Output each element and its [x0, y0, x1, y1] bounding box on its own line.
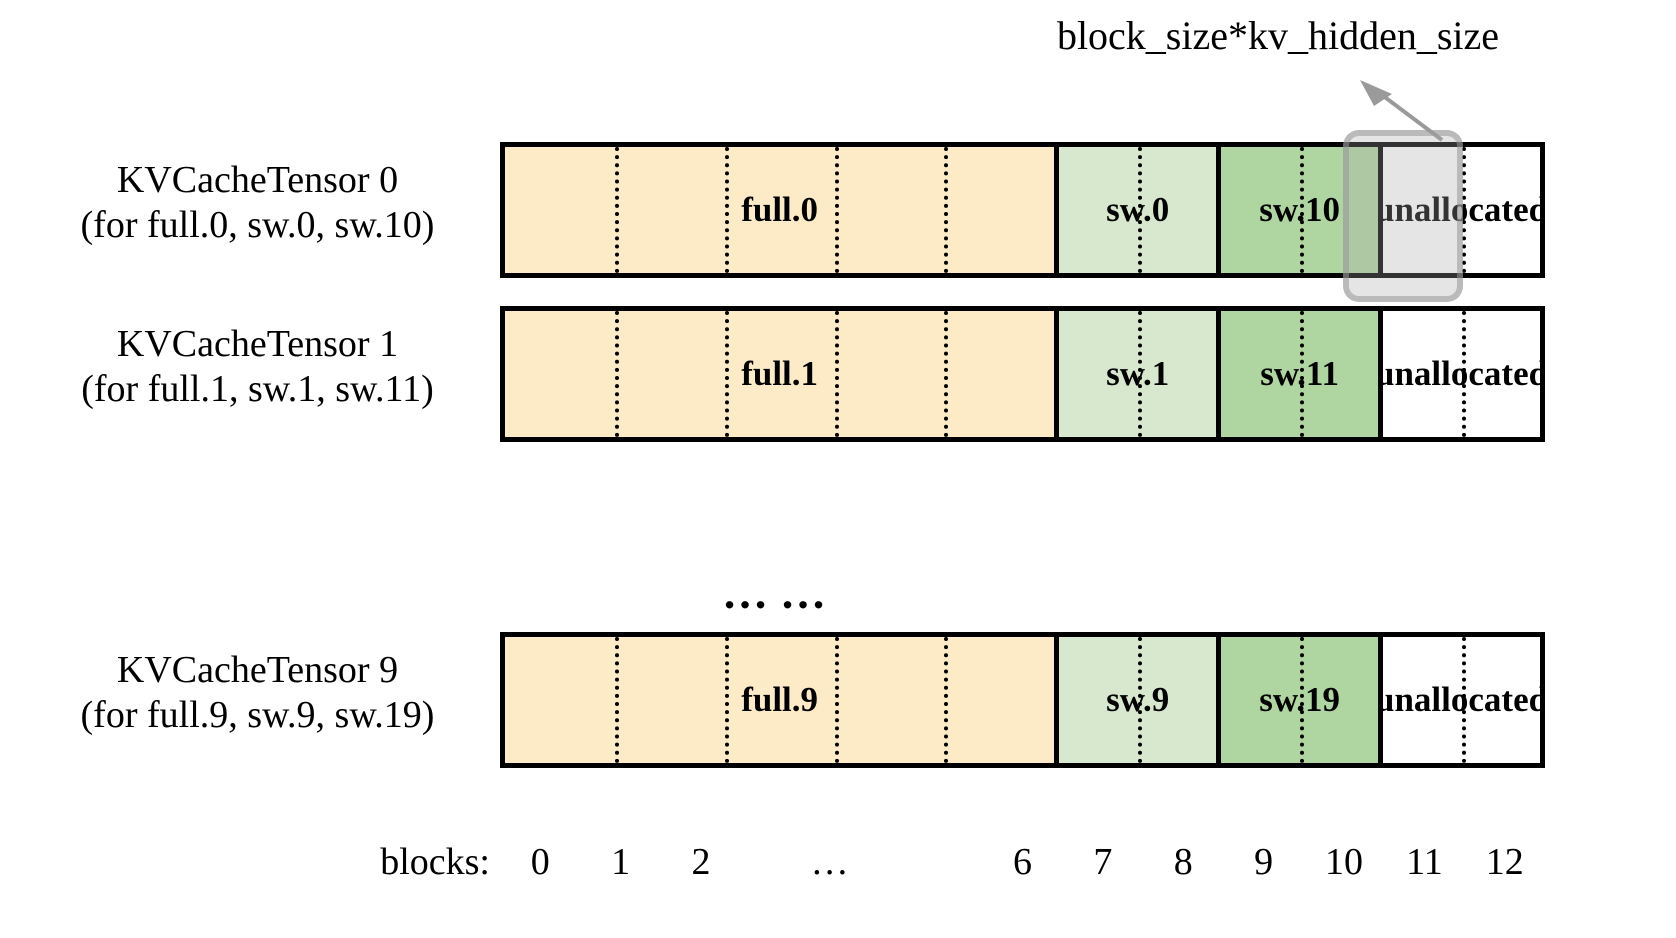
- tensor-row-label-line2: (for full.9, sw.9, sw.19): [80, 693, 435, 736]
- tensor-segment-sw-dark: sw.11: [1216, 311, 1379, 437]
- block-divider: [614, 311, 619, 437]
- tensor-row-label-line1: KVCacheTensor 9: [116, 649, 399, 691]
- tensor-segment-label: sw.0: [1106, 189, 1170, 229]
- tensor-segment-sw-dark: sw.19: [1216, 637, 1379, 763]
- tensor-row-label-line2: (for full.0, sw.0, sw.10): [80, 203, 435, 246]
- block-divider: [724, 311, 729, 437]
- block-divider: [944, 311, 949, 437]
- tensor-segment-sw-light: sw.9: [1054, 637, 1217, 763]
- blocks-axis-tick: 9: [1254, 841, 1274, 883]
- blocks-axis-tick: 12: [1485, 841, 1524, 883]
- tensor-row-label-line2: (for full.1, sw.1, sw.11): [81, 367, 434, 410]
- tensor-segment-label: sw.10: [1259, 189, 1340, 229]
- tensor-segment-sw-dark: sw.10: [1216, 147, 1379, 273]
- tensor-segment-label: sw.11: [1260, 353, 1340, 393]
- tensor-segment-full: full.9: [505, 637, 1055, 763]
- tensor-segment-label: unallocated: [1378, 679, 1540, 719]
- block-divider: [724, 637, 729, 763]
- block-divider: [614, 637, 619, 763]
- blocks-axis-tick: 7: [1093, 841, 1113, 883]
- tensor-row-label: KVCacheTensor 0(for full.0, sw.0, sw.10): [30, 158, 485, 248]
- tensor-segment-label: full.1: [741, 353, 819, 393]
- tensor-segment-full: full.1: [505, 311, 1055, 437]
- block-divider: [1461, 311, 1466, 437]
- blocks-axis-tick: 8: [1173, 841, 1193, 883]
- tensor-segment-label: full.0: [741, 189, 819, 229]
- tensor-segment-label: sw.9: [1106, 679, 1170, 719]
- blocks-axis-tick: …: [810, 841, 849, 883]
- block-divider: [1299, 637, 1304, 763]
- tensor-segment-label: sw.19: [1259, 679, 1340, 719]
- tensor-segment-sw-light: sw.0: [1054, 147, 1217, 273]
- tensor-segment-label: unallocated: [1378, 353, 1540, 393]
- block-divider: [1137, 311, 1142, 437]
- block-divider: [724, 147, 729, 273]
- block-divider: [834, 147, 839, 273]
- blocks-axis-tick: 6: [1013, 841, 1032, 883]
- block-divider: [944, 147, 949, 273]
- tensor-bar: full.9 sw.9 sw.19 unallocated: [500, 632, 1545, 768]
- tensor-segment-unalloc: unallocated: [1378, 311, 1540, 437]
- block-divider: [1461, 147, 1466, 273]
- blocks-axis-tick: 1: [611, 841, 631, 883]
- blocks-axis-tick: 11: [1406, 841, 1443, 883]
- blocks-axis-tick: 2: [691, 841, 711, 883]
- tensor-segment-full: full.0: [505, 147, 1055, 273]
- tensor-segment-label: full.9: [741, 679, 819, 719]
- blocks-axis-title: blocks:: [380, 841, 490, 883]
- blocks-axis-tick: 0: [530, 841, 550, 883]
- block-divider: [614, 147, 619, 273]
- tensor-segment-unalloc: unallocated: [1378, 637, 1540, 763]
- tensor-segment-sw-light: sw.1: [1054, 311, 1217, 437]
- blocks-axis-tick: 10: [1325, 841, 1364, 883]
- tensor-row-label: KVCacheTensor 1(for full.1, sw.1, sw.11): [30, 322, 485, 412]
- block-highlight-box: [1343, 130, 1463, 302]
- block-divider: [1299, 147, 1304, 273]
- annotation-label-block-size: block_size*kv_hidden_size: [1056, 13, 1500, 58]
- block-divider: [1137, 147, 1142, 273]
- block-divider: [944, 637, 949, 763]
- block-divider: [834, 311, 839, 437]
- block-divider: [1461, 637, 1466, 763]
- tensor-row-label: KVCacheTensor 9(for full.9, sw.9, sw.19): [30, 648, 485, 738]
- tensor-row-label-line1: KVCacheTensor 1: [116, 323, 399, 365]
- rows-ellipsis: ……: [722, 567, 838, 618]
- block-divider: [834, 637, 839, 763]
- block-divider: [1137, 637, 1142, 763]
- tensor-bar: full.1 sw.1 sw.11 unallocated: [500, 306, 1545, 442]
- tensor-segment-label: sw.1: [1106, 353, 1170, 393]
- tensor-row-label-line1: KVCacheTensor 0: [116, 159, 399, 201]
- block-divider: [1299, 311, 1304, 437]
